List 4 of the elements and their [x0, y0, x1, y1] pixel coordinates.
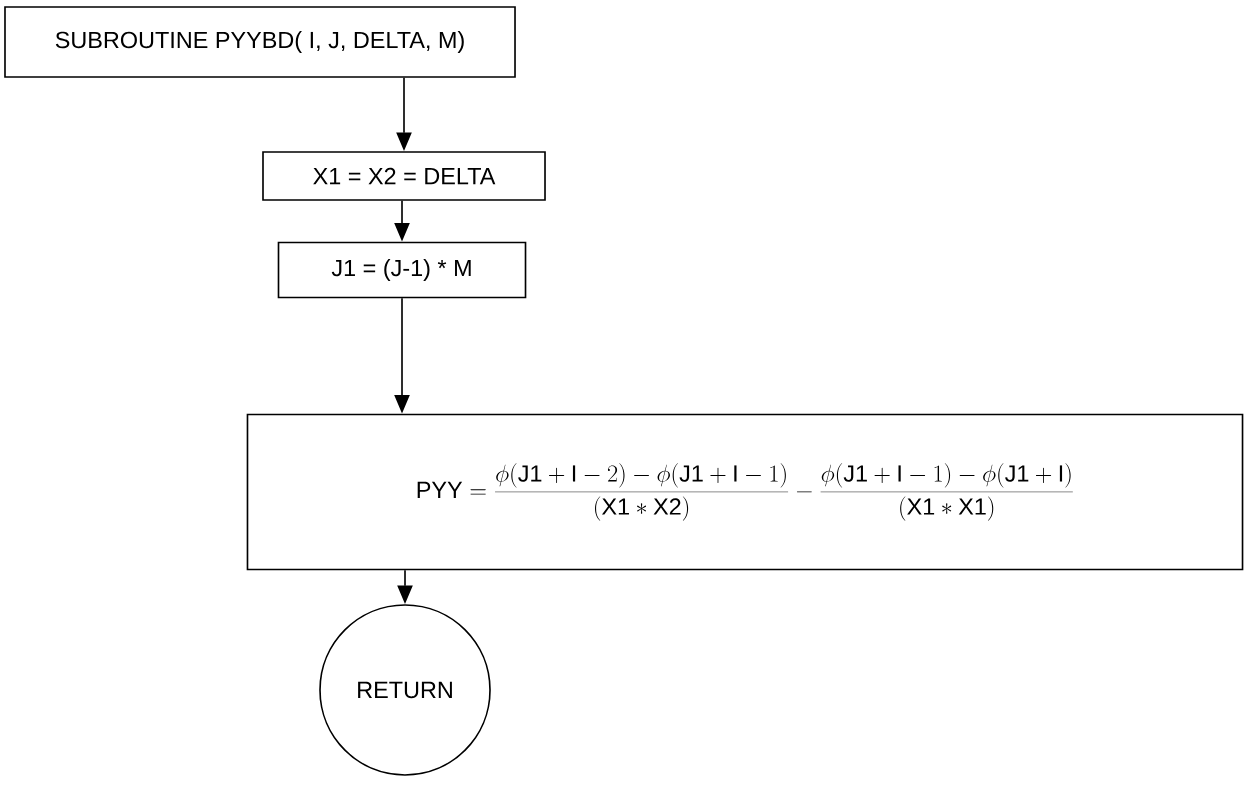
process-box: SUBROUTINE PYYBD( I, J, DELTA, M): [4, 6, 516, 78]
process-box: X1 = X2 = DELTA: [262, 151, 546, 201]
process-box: J1 = (J-1) * M: [277, 241, 527, 299]
process-box: $\mathrm{PYY} = \frac{\phi(\mathrm{J1}+\mathrm{I}-2) - \phi(\mathrm{J1}+\mathrm{I}-1)}{(\mathrm{X1} * \mathrm{X2})} - \frac{\phi(\mathrm{J1}+\mathrm{I}-1) - \phi(\mathrm{J1}+\mathrm{I})}{(\mathrm{X1} * \mathrm{X1})}$: [246, 413, 1244, 571]
